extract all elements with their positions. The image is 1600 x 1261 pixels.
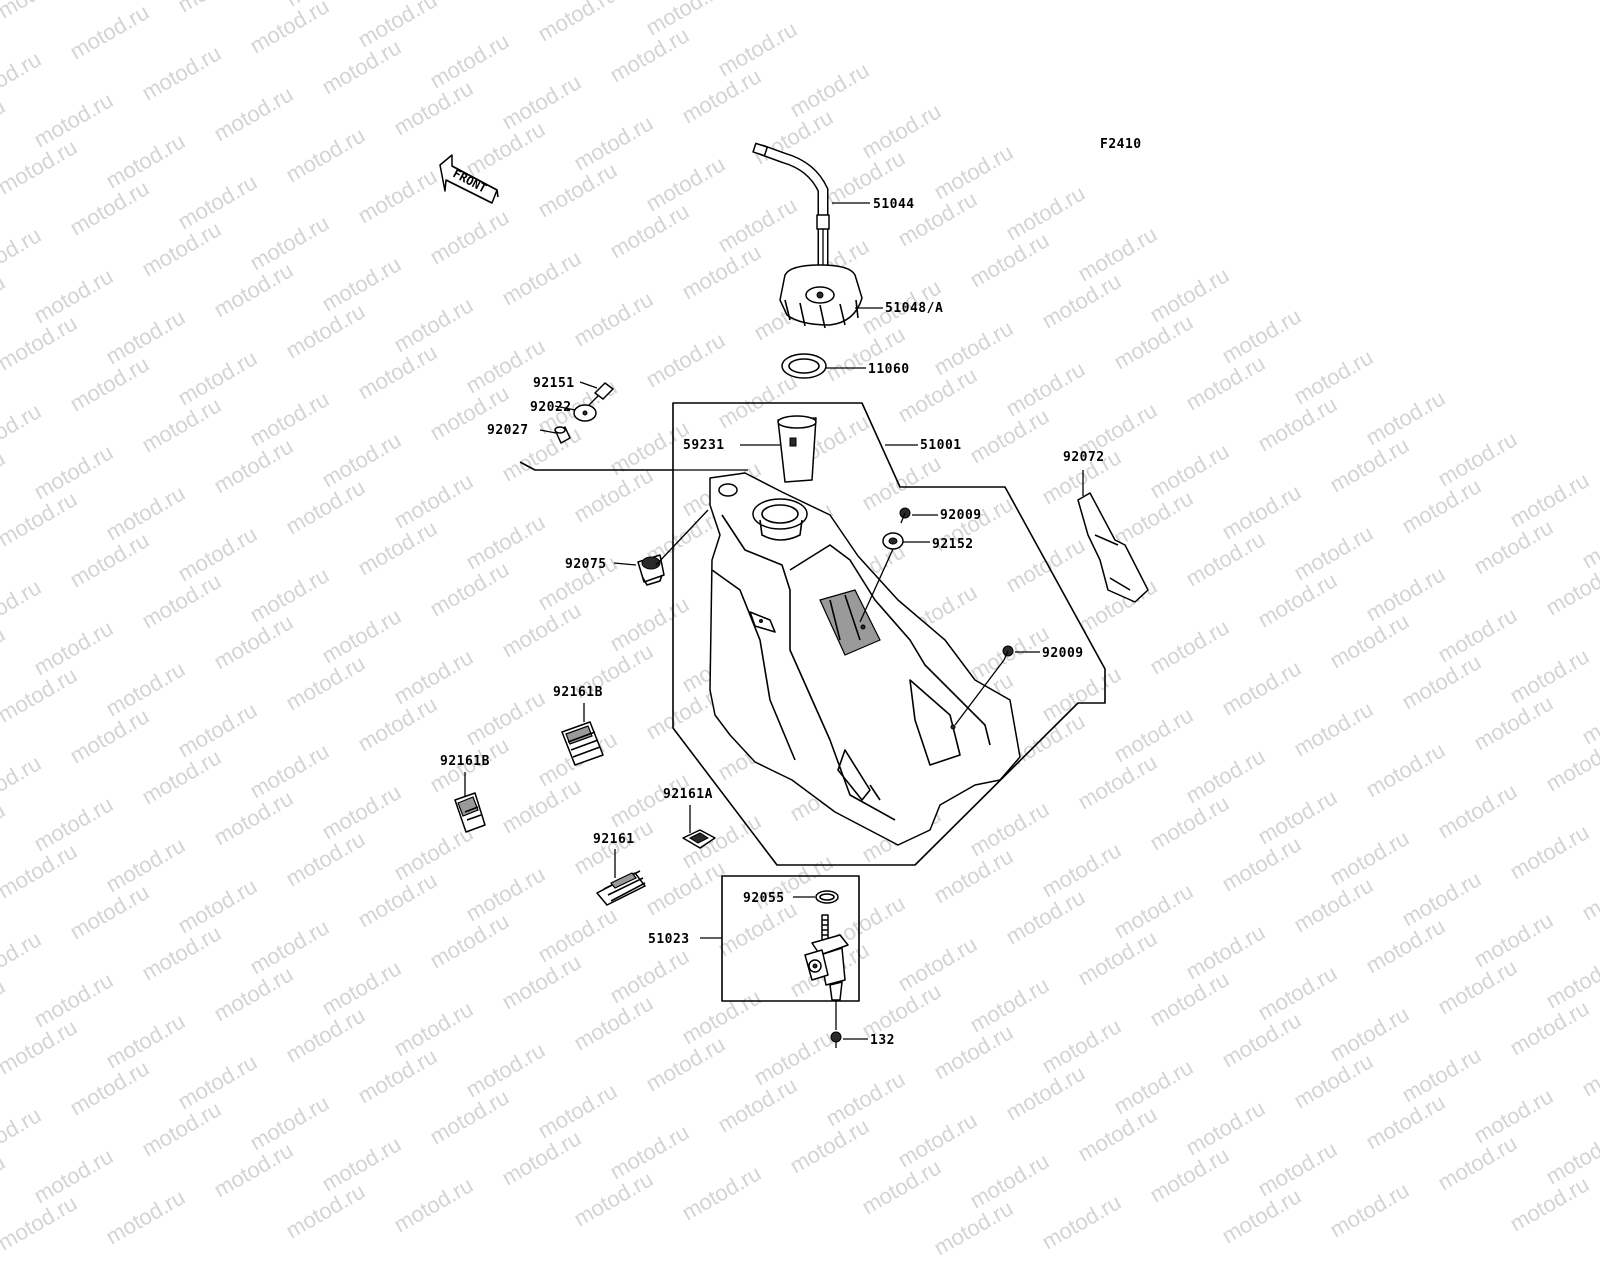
- label-92161b-left: 92161B: [440, 754, 490, 769]
- label-92161: 92161: [593, 832, 635, 847]
- front-arrow-icon: FRONT: [440, 155, 498, 203]
- label-92022: 92022: [530, 400, 572, 415]
- label-92055: 92055: [743, 891, 785, 906]
- diagram-svg: F2410 FRONT 51044 51048/A: [0, 0, 1600, 1200]
- watermark-text: motod.ru: [930, 1195, 1018, 1261]
- breather-hose: [753, 143, 829, 275]
- label-92009-lower: 92009: [1042, 646, 1084, 661]
- label-92151: 92151: [533, 376, 575, 391]
- label-11060: 11060: [868, 362, 910, 377]
- washer-92152: [883, 533, 903, 549]
- diagram-code: F2410: [1100, 137, 1142, 152]
- watermark-text: motod.ru: [0, 1190, 82, 1256]
- oring-92055: [816, 891, 838, 903]
- label-92161a: 92161A: [663, 787, 713, 802]
- label-51001: 51001: [920, 438, 962, 453]
- label-92075: 92075: [565, 557, 607, 572]
- damper-92075: [638, 555, 664, 585]
- washer-92022: [574, 405, 596, 421]
- screw-92009-upper: [900, 508, 910, 523]
- filler-neck: [778, 416, 816, 482]
- fuel-cock: [805, 915, 848, 1000]
- label-92009-upper: 92009: [940, 508, 982, 523]
- pad-92161b-left: [455, 793, 485, 832]
- label-51048a: 51048/A: [885, 301, 943, 316]
- label-92072: 92072: [1063, 450, 1105, 465]
- screw-92009-lower: [1003, 646, 1013, 660]
- strap-92072: [1078, 493, 1148, 602]
- fuel-tank: [710, 473, 1020, 845]
- cap-gasket: [782, 354, 826, 378]
- label-92152: 92152: [932, 537, 974, 552]
- fuel-cap: [780, 265, 862, 328]
- label-132: 132: [870, 1033, 895, 1048]
- clip-132: [831, 1032, 841, 1048]
- label-92161b-top: 92161B: [553, 685, 603, 700]
- label-51023: 51023: [648, 932, 690, 947]
- collar-92027: [555, 427, 570, 443]
- pad-92161b-top: [562, 722, 603, 765]
- label-92027: 92027: [487, 423, 529, 438]
- pad-92161a: [683, 830, 715, 848]
- label-59231: 59231: [683, 438, 725, 453]
- pad-92161: [597, 871, 645, 905]
- label-51044: 51044: [873, 197, 915, 212]
